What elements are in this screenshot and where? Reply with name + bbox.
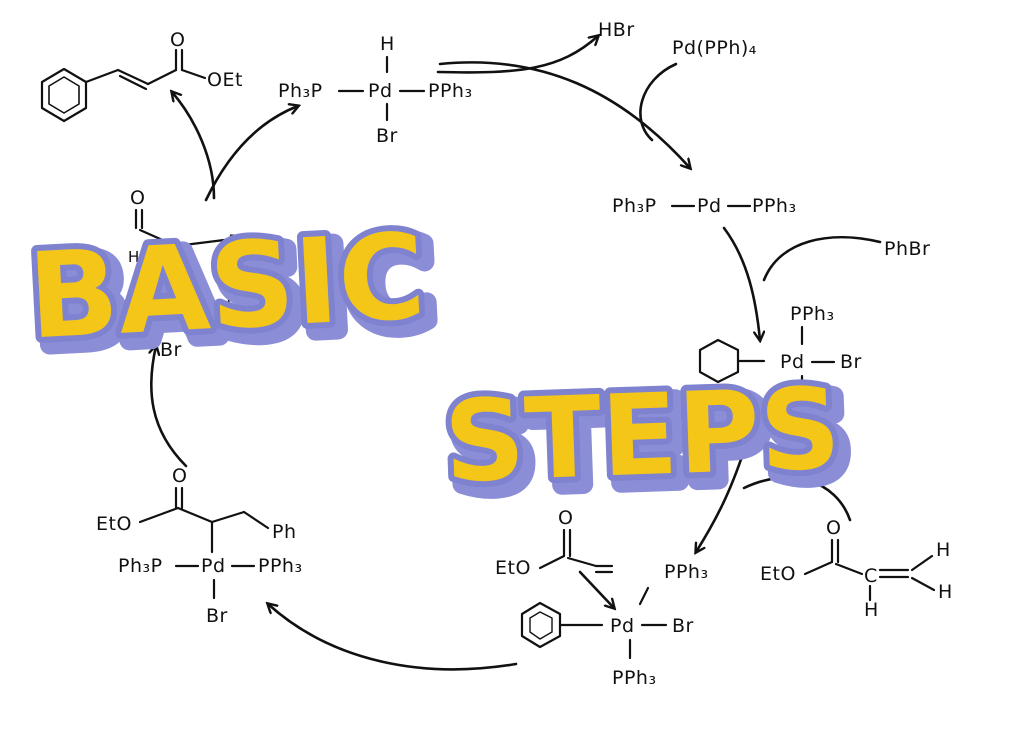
bromide: Br [840, 351, 862, 373]
hydride-complex: H Ph₃P Pd PPh₃ Br [278, 33, 473, 147]
product-ethyl-cinnamate: O OEt [40, 29, 243, 123]
beta-hydride-complex: O Ph H Ph Pd PPh Br [70, 187, 262, 361]
bromide: Br [672, 615, 694, 637]
ethoxy: EtO [760, 563, 796, 585]
ligand-bottom: PPh₃ [785, 403, 830, 425]
ligand-left: Ph₃P [278, 80, 323, 102]
palladium: Pd [697, 195, 722, 217]
ethoxy: EtO [495, 557, 531, 579]
phenyl-ring [698, 338, 740, 384]
h-bottom: H [864, 599, 879, 621]
hbr-label: HBr [598, 19, 635, 41]
ligand-right: PPh₃ [258, 555, 303, 577]
palladium: Pd [201, 555, 226, 577]
arrow-beta-to-product [172, 92, 216, 200]
arrow-insertion-to-beta [151, 346, 188, 468]
palladium: Pd [368, 80, 393, 102]
catalyst-label: Pd(PPh)₄ [672, 37, 757, 59]
oxidative-adduct: PPh₃ Pd Br PPh₃ [698, 303, 862, 425]
ethoxy: EtO [96, 513, 132, 535]
carbonyl-o: O [558, 507, 573, 529]
insertion-complex: O EtO Ph Ph₃P Pd PPh₃ Br [96, 465, 303, 627]
phenyl: Ph [272, 521, 297, 543]
ligand-top: PPh₃ [790, 303, 835, 325]
cycle-arrows [151, 36, 882, 671]
carbonyl-oxygen: O [170, 29, 185, 51]
ligand-right: PPh₃ [428, 80, 473, 102]
ethyl-acrylate: EtO O C H H H [760, 517, 953, 621]
arrow-catalyst-entry [639, 62, 678, 142]
carbonyl-o: O [172, 465, 187, 487]
pd0-complex: Ph₃P Pd PPh₃ [612, 195, 797, 217]
arrow-acrylate-entry [742, 476, 852, 522]
ligand-left: Ph₃P [118, 555, 163, 577]
carbonyl-o: O [826, 517, 841, 539]
arrow-adduct-to-pi [696, 436, 750, 552]
svg-text:BASIC: BASIC [33, 215, 436, 374]
arrow-beta-to-hydride [204, 106, 298, 202]
ligand-top: PPh₃ [664, 561, 709, 583]
bromide: Br [206, 605, 228, 627]
title-basic: BASIC BASIC [19, 201, 447, 383]
hydride-h: H [128, 248, 139, 266]
ligand-right: PPh [226, 285, 262, 307]
pi-complex: EtO O PPh₃ Pd Br PPh₃ [495, 507, 709, 689]
ligand-right: PPh₃ [752, 195, 797, 217]
ligand-left: Ph [70, 285, 95, 307]
arrow-pi-to-insertion [268, 604, 518, 671]
h-right: H [938, 581, 953, 603]
arrow-hydride-to-hbr [436, 36, 598, 74]
title-steps: STEPS STEPS [436, 358, 861, 525]
benzene-ring [40, 67, 88, 123]
ester-label: OEt [207, 69, 243, 91]
hydride-h: H [380, 33, 395, 55]
arrow-hydride-to-pd0 [438, 61, 690, 168]
palladium: Pd [166, 285, 191, 307]
arrow-pd0-to-adduct [722, 226, 760, 340]
title-line2: STEPS [442, 364, 843, 508]
ligand-bottom: PPh₃ [612, 667, 657, 689]
phbr-label: PhBr [884, 238, 930, 260]
phenyl: Ph [228, 231, 253, 253]
bromide: Br [160, 339, 182, 361]
svg-text:STEPS: STEPS [450, 372, 851, 516]
arrow-phbr-entry [762, 236, 882, 282]
bromide: Br [376, 125, 398, 147]
alkene-c: C [864, 565, 878, 587]
palladium: Pd [780, 351, 805, 373]
ligand-left: Ph₃P [612, 195, 657, 217]
phenyl-ring [520, 601, 562, 649]
carbonyl-o: O [130, 187, 145, 209]
title-line1: BASIC [25, 207, 428, 366]
h-top: H [936, 539, 951, 561]
palladium: Pd [610, 615, 635, 637]
